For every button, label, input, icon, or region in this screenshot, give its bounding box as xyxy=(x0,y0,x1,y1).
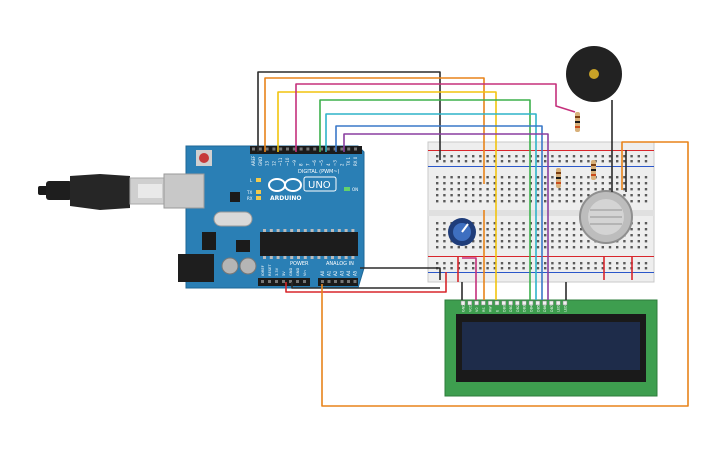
rx-led-label: RX xyxy=(247,196,253,201)
analog-pin-label: A4 xyxy=(346,270,351,276)
wire-black-gnd xyxy=(360,267,441,280)
digital-pin-label: ~5 xyxy=(319,160,324,166)
gas-sensor xyxy=(579,190,633,244)
lcd-pin-label: LED xyxy=(557,305,561,312)
power-pin-label: GND xyxy=(296,268,300,276)
atmega-chip xyxy=(260,232,358,256)
wire-magenta-pot xyxy=(462,257,477,300)
power-pin-label: IOREF xyxy=(261,265,265,276)
wire-green xyxy=(319,99,531,300)
power-jack xyxy=(178,254,214,282)
analog-label: ANALOG IN xyxy=(326,261,354,267)
lcd-pin-label: DB2 xyxy=(516,305,520,312)
power-pin-label: GND xyxy=(289,268,293,276)
analog-pin-label: A3 xyxy=(340,270,345,276)
digital-label: DIGITAL (PWM~) xyxy=(298,169,340,175)
analog-pin-label: A1 xyxy=(327,270,332,276)
lcd-pin-label: V0 xyxy=(475,308,479,312)
lcd-pin-label: DB3 xyxy=(523,305,527,312)
lcd-pin-label: RW xyxy=(489,306,493,312)
wire-black-gnd2 xyxy=(291,282,440,289)
power-pin-label: 3.3V xyxy=(275,267,279,276)
wire-yellow-top xyxy=(277,91,497,300)
digital-pin-label: ~6 xyxy=(312,160,317,166)
digital-pin-label: 13 xyxy=(265,160,270,166)
lcd-pin-label: RS xyxy=(482,307,486,312)
lcd-pin-label: DB6 xyxy=(543,305,547,312)
digital-pin-label: ~3 xyxy=(333,160,338,166)
power-label: POWER xyxy=(290,261,309,267)
analog-pin-label: A5 xyxy=(353,270,358,276)
analog-header xyxy=(318,278,358,286)
power-pin-label: 5V xyxy=(282,271,286,276)
arduino-logo-icon xyxy=(268,178,302,192)
digital-pin-label: TX 1 xyxy=(346,157,351,167)
lcd-pin-label: DB5 xyxy=(536,305,540,312)
lcd-pin-label: E xyxy=(496,310,500,312)
digital-pin-label: ~11 xyxy=(278,157,283,166)
digital-pin-label: RX 0 xyxy=(353,156,358,166)
l-led-label: L xyxy=(250,178,253,183)
lcd-pin-label: DB0 xyxy=(502,305,506,312)
lcd-pin-label: LED xyxy=(564,305,568,312)
digital-pin-label: 4 xyxy=(326,163,331,166)
reset-button[interactable] xyxy=(199,153,209,163)
power-pin-label: RESET xyxy=(268,264,272,276)
digital-header xyxy=(250,146,362,154)
power-pin-label: Vin xyxy=(303,270,307,276)
lcd-pin-label: DB7 xyxy=(550,305,554,312)
piezo-buzzer xyxy=(566,46,622,102)
model-name: UNO xyxy=(308,180,331,191)
digital-pin-label: 12 xyxy=(271,160,276,166)
resistor-buzzer xyxy=(575,112,580,132)
digital-pin-label: ~9 xyxy=(292,160,297,166)
wire-cyan xyxy=(325,113,537,300)
digital-pin-label: AREF xyxy=(251,155,256,166)
wire-orange-loop xyxy=(321,141,689,407)
wire-black-top xyxy=(257,71,441,160)
usb-cable xyxy=(38,174,167,210)
usb-port xyxy=(163,173,205,209)
resistor-2 xyxy=(591,160,596,180)
wire-red-5v xyxy=(285,272,447,293)
potentiometer[interactable] xyxy=(448,218,476,246)
analog-pin-label: A2 xyxy=(333,270,338,276)
wire-purple xyxy=(343,133,549,300)
analog-pin-label: A0 xyxy=(320,270,325,276)
lcd-pin-label: GND xyxy=(462,304,466,312)
resistor-1 xyxy=(556,168,561,188)
lcd-screen xyxy=(462,322,640,370)
digital-pin-label: 8 xyxy=(299,163,304,166)
digital-pin-label: 2 xyxy=(339,163,344,166)
digital-pin-label: ~10 xyxy=(285,157,290,166)
wire-orange-top xyxy=(264,77,485,184)
lcd-pin-label: DB4 xyxy=(530,305,534,312)
arduino-logo-text: ARDUINO xyxy=(270,195,301,202)
digital-pin-label: 7 xyxy=(305,163,310,166)
lcd-pin-label: DB1 xyxy=(509,305,513,312)
wires xyxy=(257,71,689,407)
wire-blue xyxy=(335,125,543,300)
on-led-label: ON xyxy=(352,187,358,192)
digital-pin-label: GND xyxy=(258,157,263,166)
lcd-pin-label: VCC xyxy=(468,304,472,312)
tx-led-label: TX xyxy=(246,190,252,195)
wire-magenta-buzzer xyxy=(295,83,576,152)
